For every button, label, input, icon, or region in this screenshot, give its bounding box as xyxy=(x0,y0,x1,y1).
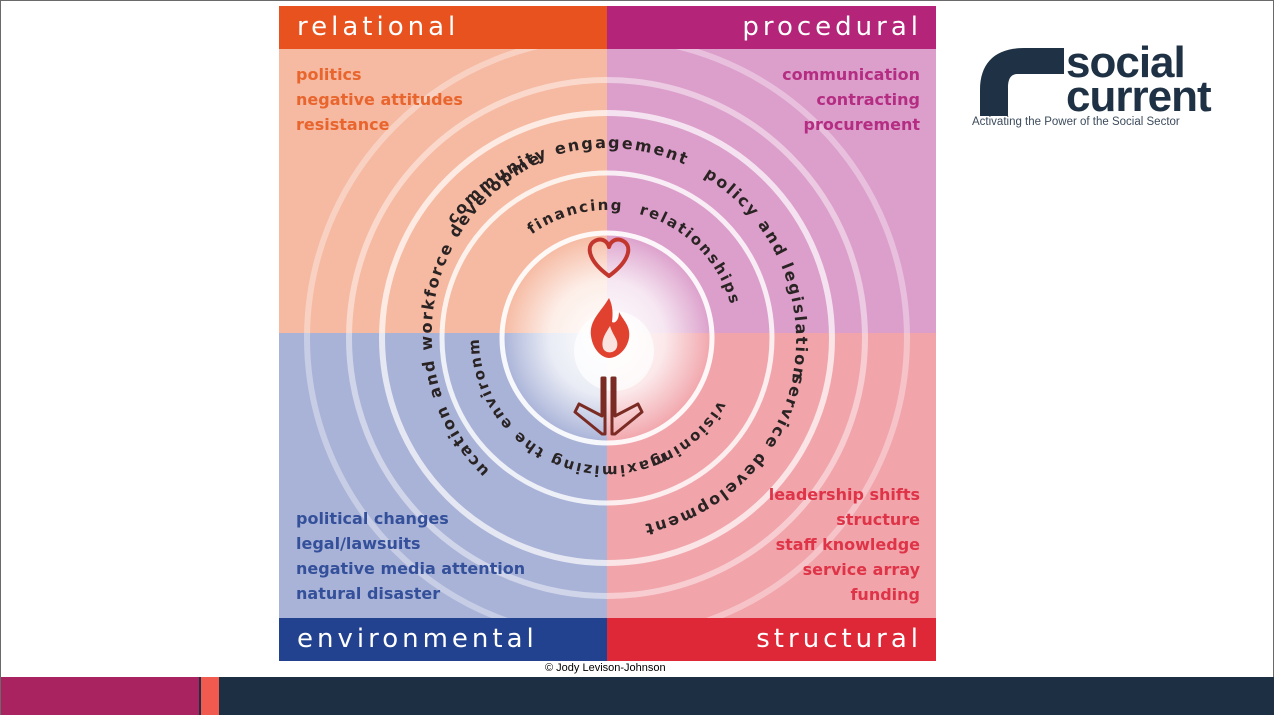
list-item: politics xyxy=(296,65,362,84)
list-item: funding xyxy=(850,585,920,604)
environmental-band: environmental xyxy=(279,618,607,661)
list-item: contracting xyxy=(816,90,920,109)
logo-tagline: Activating the Power of the Social Secto… xyxy=(972,116,1180,128)
ring-diagram: community engagement policy and legislat… xyxy=(279,6,910,641)
outer-ring-2 xyxy=(346,77,868,599)
list-item: staff knowledge xyxy=(775,535,920,554)
bottom-bar-coral-block xyxy=(201,677,219,715)
list-item: procurement xyxy=(803,115,920,134)
relational-title: relational xyxy=(297,12,460,42)
list-item: negative media attention xyxy=(296,559,526,578)
heart-icon xyxy=(587,237,631,278)
list-item: political changes xyxy=(296,509,449,528)
middle-ring xyxy=(439,170,775,506)
procedural-title: procedural xyxy=(742,12,922,42)
list-item: resistance xyxy=(296,115,390,134)
structural-list: leadership shifts structure staff knowle… xyxy=(769,482,920,607)
list-item: communication xyxy=(782,65,920,84)
list-item: leadership shifts xyxy=(768,485,920,504)
copyright-notice: © Jody Levison-Johnson xyxy=(545,662,666,674)
flame-inner-icon xyxy=(602,326,618,353)
logo-line-social: social xyxy=(1066,38,1186,87)
structural-title: structural xyxy=(756,624,922,654)
outer-ring-1 xyxy=(379,110,835,566)
environmental-list: political changes legal/lawsuits negativ… xyxy=(296,506,525,606)
bottom-bar xyxy=(1,677,1274,715)
list-item: service array xyxy=(802,560,920,579)
logo-mark-icon xyxy=(980,48,1064,116)
procedural-list: communication contracting procurement xyxy=(782,62,920,137)
list-item: natural disaster xyxy=(296,584,441,603)
relational-band: relational xyxy=(279,6,607,49)
hands-icon xyxy=(573,376,644,436)
list-item: legal/lawsuits xyxy=(296,534,421,553)
list-item: structure xyxy=(836,510,920,529)
structural-band: structural xyxy=(607,618,936,661)
bottom-bar-magenta-block xyxy=(1,677,199,715)
social-current-logo: social current Activating the Power of t… xyxy=(972,38,1228,142)
procedural-band: procedural xyxy=(607,6,936,49)
change-diagram: community engagement policy and legislat… xyxy=(279,6,936,661)
list-item: negative attitudes xyxy=(296,90,463,109)
relational-list: politics negative attitudes resistance xyxy=(296,62,463,137)
logo-line-current: current xyxy=(1066,72,1212,121)
environmental-title: environmental xyxy=(297,624,538,654)
